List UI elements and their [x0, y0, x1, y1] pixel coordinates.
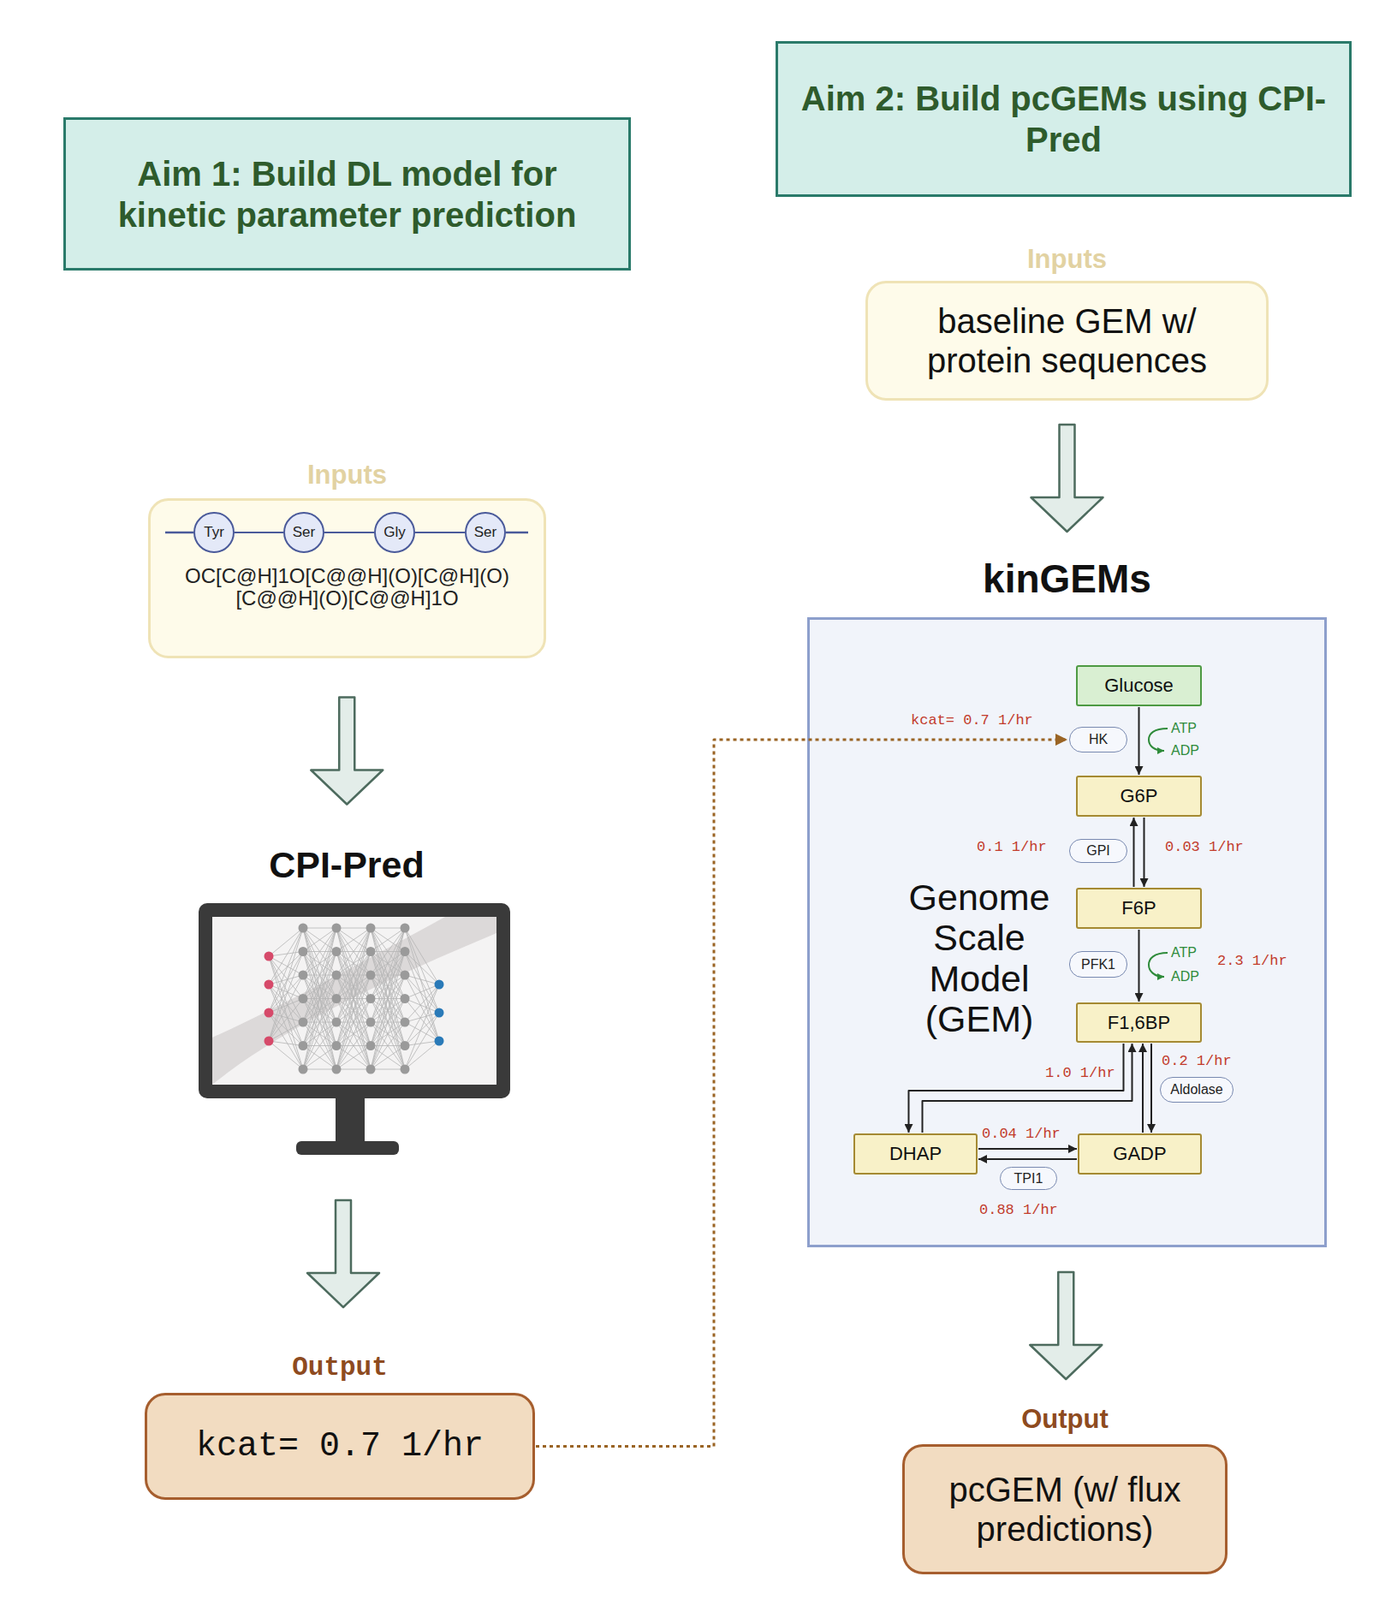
- node-text: Genome Scale Model (GEM): [902, 877, 1057, 1040]
- edge-label: kcat= 0.7 1/hr: [910, 713, 1034, 729]
- metabolite-box: F1,6BP: [1075, 1002, 1202, 1043]
- node-text: GPI: [1086, 843, 1111, 859]
- rate-label: 1.0 1/hr: [1045, 1065, 1116, 1082]
- reaction-arrow: [909, 1043, 1124, 1133]
- rate-label: 0.04 1/hr: [981, 1126, 1061, 1142]
- node-text: F1,6BP: [1107, 1011, 1171, 1035]
- reaction-arrow: [922, 1043, 1133, 1133]
- block-arrow: [1031, 424, 1104, 532]
- amino-acid-circle: Ser: [283, 511, 325, 553]
- section-heading: Inputs: [307, 459, 387, 491]
- monitor-illustration: [198, 903, 511, 1155]
- node-text: F6P: [1121, 897, 1156, 920]
- chain-link: [324, 531, 375, 534]
- block-arrow: [307, 1200, 380, 1308]
- node-text: OC[C@H]1O[C@@H](O)[C@H](O) [C@@H](O)[C@@…: [161, 564, 533, 611]
- cofactor-curl: [1148, 728, 1168, 751]
- enzyme-pill: PFK1: [1069, 951, 1128, 978]
- cofactor-label: ATP: [1171, 945, 1197, 961]
- node-text: baseline GEM w/ protein sequences: [893, 301, 1241, 381]
- node-text: DHAP: [889, 1142, 942, 1166]
- reaction-arrow: [978, 1147, 1077, 1150]
- enzyme-pill: GPI: [1069, 838, 1128, 863]
- aim-box: Aim 2: Build pcGEMs using CPI-Pred: [775, 41, 1352, 197]
- cofactor-label: ADP: [1171, 743, 1200, 759]
- amino-acid-circle: Ser: [464, 511, 506, 553]
- model-node: CPI-Pred: [190, 843, 503, 1155]
- node-text: Ser: [474, 523, 497, 541]
- amino-acid-circle: Gly: [374, 511, 416, 553]
- node-text: Tyr: [203, 523, 225, 541]
- amino-acid-circle: Tyr: [193, 511, 235, 553]
- node-text: Aldolase: [1170, 1081, 1223, 1098]
- metabolite-box: G6P: [1075, 775, 1202, 817]
- metabolite-box: DHAP: [853, 1133, 978, 1175]
- node-text: Aim 1: Build DL model for kinetic parame…: [84, 153, 610, 236]
- rate-label: 0.03 1/hr: [1165, 839, 1244, 856]
- metabolite-box: GADP: [1077, 1133, 1202, 1175]
- rate-label: 0.1 1/hr: [976, 839, 1047, 856]
- enzyme-pill: HK: [1069, 726, 1128, 753]
- dotted-arrow: [535, 739, 1068, 1447]
- node-text: GADP: [1112, 1142, 1166, 1166]
- rate-label: 0.88 1/hr: [979, 1202, 1059, 1219]
- block-arrow: [1029, 1272, 1102, 1380]
- enzyme-pill: TPI1: [999, 1166, 1058, 1190]
- reaction-arrow: [1141, 1043, 1144, 1133]
- cofactor-curl: [1148, 952, 1168, 977]
- chain-stub: [165, 531, 194, 535]
- output-box: OutputpcGEM (w/ flux predictions): [902, 1444, 1228, 1575]
- enzyme-pill: Aldolase: [1159, 1076, 1234, 1103]
- node-text: CPI-Pred: [190, 843, 503, 886]
- chain-link: [234, 531, 284, 534]
- reaction-arrow: [1133, 817, 1136, 887]
- node-text: Ser: [292, 523, 316, 541]
- input-box: InputsOC[C@H]1O[C@@H](O)[C@H](O) [C@@H](…: [148, 498, 547, 659]
- node-text: HK: [1088, 731, 1108, 748]
- cofactor-label: ATP: [1171, 720, 1197, 737]
- metabolite-box: F6P: [1075, 887, 1202, 929]
- rate-label: 0.2 1/hr: [1161, 1053, 1232, 1070]
- metabolite-box: Glucose: [1075, 665, 1202, 707]
- node-text: Aim 2: Build pcGEMs using CPI-Pred: [796, 77, 1331, 161]
- container-outline: [149, 499, 546, 658]
- section-heading: Output: [291, 1352, 388, 1384]
- section-heading: Output: [1021, 1403, 1109, 1435]
- section-heading: kinGEMs: [982, 555, 1152, 602]
- node-text: TPI1: [1014, 1171, 1044, 1187]
- cofactor-label: ADP: [1171, 968, 1200, 985]
- input-box: Inputsbaseline GEM w/ protein sequences: [865, 280, 1269, 401]
- chain-stub: [505, 531, 529, 535]
- reaction-arrow: [1150, 1043, 1153, 1133]
- rate-label: 2.3 1/hr: [1217, 953, 1288, 969]
- container-outline: [808, 618, 1326, 1247]
- reaction-arrow: [1143, 817, 1146, 887]
- aim-box: Aim 1: Build DL model for kinetic parame…: [63, 117, 631, 271]
- node-text: PFK1: [1081, 957, 1116, 973]
- reaction-arrow: [1138, 707, 1141, 775]
- reaction-arrow: [1138, 929, 1141, 1002]
- output-box: Outputkcat= 0.7 1/hr: [144, 1392, 536, 1500]
- node-text: kcat= 0.7 1/hr: [196, 1426, 484, 1467]
- section-heading: Inputs: [1027, 243, 1107, 275]
- node-text: G6P: [1119, 784, 1158, 808]
- chain-link: [415, 531, 465, 534]
- model-panel: kinGEMsGenome Scale Model (GEM)GlucoseHK…: [807, 617, 1327, 1248]
- node-text: pcGEM (w/ flux predictions): [925, 1469, 1205, 1549]
- node-text: Glucose: [1104, 674, 1174, 697]
- reaction-arrow: [978, 1158, 1077, 1160]
- block-arrow: [310, 697, 383, 805]
- node-text: Gly: [383, 523, 406, 541]
